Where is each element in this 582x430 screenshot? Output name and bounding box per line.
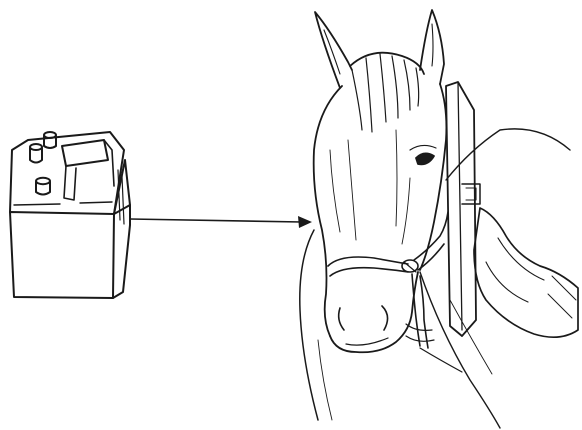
halter <box>328 212 462 372</box>
battery-icon <box>10 132 130 298</box>
board-on-neck <box>446 82 480 336</box>
gloved-arm <box>474 208 578 337</box>
connection-arrow <box>130 216 312 228</box>
horse-head <box>300 10 570 428</box>
